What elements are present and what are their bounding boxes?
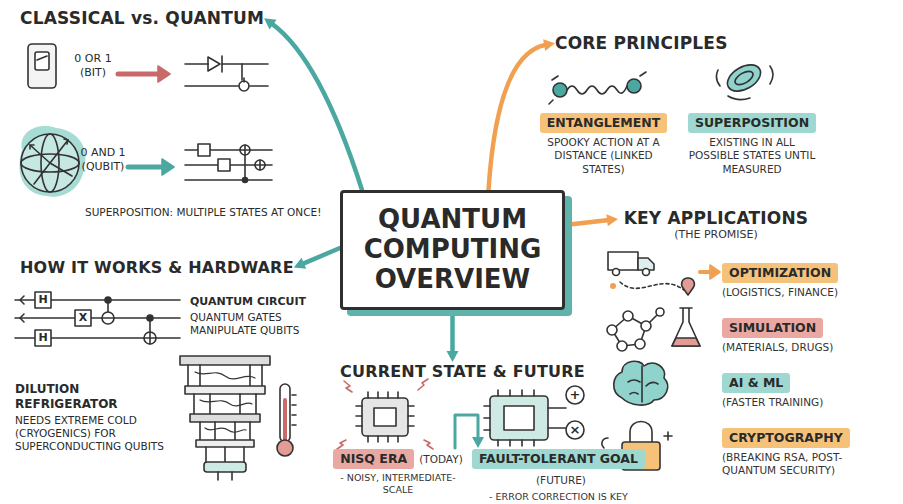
section-title: KEY APPLICATIONS [618,208,814,228]
concept-node: CRYPTOGRAPHY (BREAKING RSA, POST-QUANTUM … [722,427,894,478]
highlight-label: AI & ML [722,373,790,393]
arrow-head [472,437,484,448]
arrow-head [264,18,276,29]
description-text: (MATERIALS, DRUGS) [722,341,882,354]
central-topic-box: QUANTUM COMPUTING OVERVIEW [340,190,565,310]
description-text: (FASTER TRAINING) [722,396,882,409]
section-title: CLASSICAL vs. QUANTUM [20,8,264,28]
concept-node: NISQ ERA (TODAY) - NOISY, INTERMEDIATE-SCA… [333,448,463,496]
description-text: EXISTING IN ALL POSSIBLE STATES UNTIL ME… [686,136,818,175]
mindmap-arrow [455,415,484,448]
description-text: SPOOKY ACTION AT A DISTANCE (LINKED STAT… [538,136,669,175]
concept-node: FAULT-TOLERANT GOAL (FUTURE) - ERROR CORRE… [470,448,647,503]
arrow-line [565,220,609,225]
arrow-line [271,23,362,190]
time-note: (TODAY) [419,453,463,465]
annotation-label: X [75,310,91,326]
description-text: (LOGISTICS, FINANCE) [722,286,882,299]
annotation-label: NEEDS EXTREME COLD (CRYOGENICS) FOR SUPE… [15,414,167,453]
section-heading: CURRENT STATE & FUTURE [340,362,585,381]
section-heading: CLASSICAL vs. QUANTUM [20,8,264,28]
section-title: CORE PRINCIPLES [555,33,728,53]
dilution-refrigerator-icon [180,356,270,480]
annotation-label: + [566,386,584,404]
logistics-icon [608,252,694,295]
annotation-label: SUPERPOSITION: MULTIPLE STATES AT ONCE! [85,206,325,219]
arrow-line [489,45,547,190]
mindmap-arrow [294,248,340,269]
highlight-label: OPTIMIZATION [722,263,838,283]
entanglement-icon [549,72,646,104]
section-heading: HOW IT WORKS & HARDWARE [20,258,294,277]
highlight-label: CRYPTOGRAPHY [722,428,850,448]
arrow-head [543,39,555,51]
mindmap-arrow [565,214,618,226]
quantum-circuit-diagram [15,292,180,346]
section-subtitle: (THE PROMISE) [618,228,814,241]
bloch-sphere-icon [19,126,85,197]
teal-arrow [128,159,174,175]
section-heading: CORE PRINCIPLES [555,33,728,53]
mindmap-arrow [264,18,362,190]
red-arrow [118,66,170,82]
orange-arrow [700,265,720,279]
annotation-label: 0 AND 1 (QUBIT) [80,146,126,174]
annotation-label: QUANTUM CIRCUIT [190,295,320,309]
section-title: CURRENT STATE & FUTURE [340,362,585,381]
annotation-label: DILUTION REFRIGERATOR [15,382,167,412]
description-text: (BREAKING RSA, POST-QUANTUM SECURITY) [722,451,894,477]
classical-circuit-symbol [185,56,268,91]
concept-node: SIMULATION (MATERIALS, DRUGS) [722,317,882,354]
arrow-line [455,415,478,448]
highlight-label: FAULT-TOLERANT GOAL [472,449,645,469]
brain-icon [614,361,668,405]
annotation-label: 0 OR 1 (BIT) [68,52,118,80]
annotation-label: QUANTUM GATES MANIPULATE QUBITS [190,311,308,337]
superposition-coin-icon [716,59,773,99]
molecule-icon [607,308,700,351]
fault-tolerant-chip-icon [484,386,584,446]
arrow-line [450,310,455,353]
highlight-label: NISQ ERA [333,449,414,469]
section-heading: KEY APPLICATIONS(THE PROMISE) [618,208,814,241]
section-title: HOW IT WORKS & HARDWARE [20,258,294,277]
description-text: - NOISY, INTERMEDIATE-SCALE [333,472,463,496]
arrow-head [606,214,618,226]
annotation-label: H [35,330,51,346]
concept-node: SUPERPOSITION EXISTING IN ALL POSSIBLE ST… [686,112,818,176]
description-text: - ERROR CORRECTION IS KEY [470,491,647,503]
arrow-head [294,258,306,269]
highlight-label: SUPERPOSITION [688,113,816,133]
topic-title: QUANTUM COMPUTING OVERVIEW [353,205,552,295]
concept-node: OPTIMIZATION (LOGISTICS, FINANCE) [722,262,882,299]
noisy-chip-icon [337,379,433,449]
switch-icon [28,44,56,88]
annotation-label: × [566,421,584,439]
mindmap-arrow [447,310,459,362]
concept-node: AI & ML (FASTER TRAINING) [722,372,882,409]
highlight-label: ENTANGLEMENT [540,113,667,133]
time-note: (FUTURE) [536,474,586,486]
highlight-label: SIMULATION [722,318,823,338]
arrow-line [302,248,340,264]
quantum-circuit-symbol [185,144,272,183]
annotation-label: H [35,292,51,308]
thermometer-icon [277,384,296,456]
concept-node: ENTANGLEMENT SPOOKY ACTION AT A DISTANCE … [538,112,669,176]
arrow-head [447,351,459,362]
